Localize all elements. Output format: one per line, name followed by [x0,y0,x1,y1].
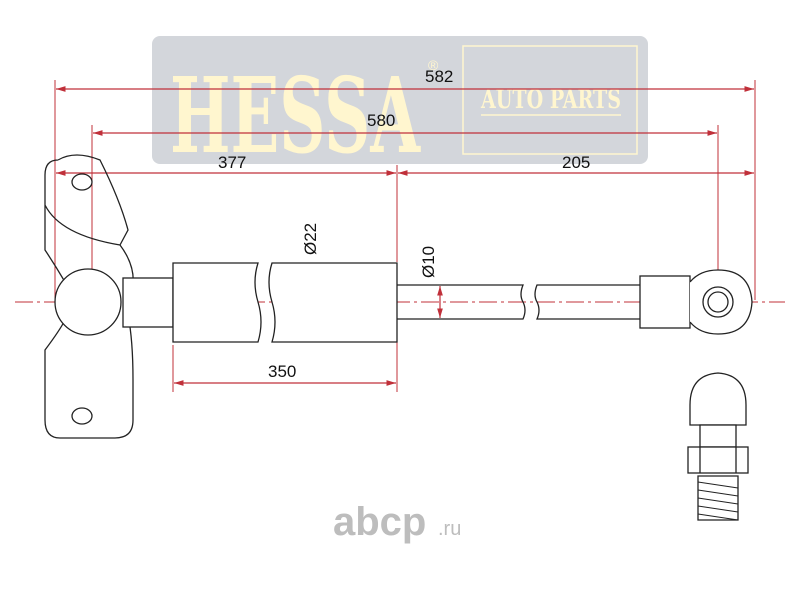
dim-350: 350 [268,362,296,381]
gas-spring-outline [44,154,753,521]
dim-582: 582 [425,67,453,86]
piston-rod-left [397,284,526,320]
eye-inner [707,291,729,313]
cylinder-body-right [268,262,398,343]
collar [122,277,174,328]
watermark-brand: HESSA [170,54,421,177]
left-bracket [44,154,134,439]
bracket-hole-top [71,173,93,191]
dim-d22: Ø22 [301,223,320,255]
end-fitting [639,275,691,329]
eye-outer [702,286,734,318]
watermark-registered: ® [428,57,439,73]
logo-text: abcp [333,500,426,544]
dim-205: 205 [562,153,590,172]
ball-stud-head [689,372,747,426]
bracket-hole-bottom [71,407,93,425]
piston-rod-right [534,284,640,320]
dim-580: 580 [367,111,395,130]
logo-suffix: .ru [438,518,461,540]
cylinder-body-left [172,262,262,343]
abcp-logo: abcp .ru [333,500,461,544]
dim-d10: Ø10 [419,246,438,278]
dim-377: 377 [218,153,246,172]
dimension-lines [55,86,754,386]
ball-stud-hex [687,446,749,474]
ball-joint-left [54,268,122,336]
ball-stud-neck [699,424,737,448]
eye-end [689,269,753,335]
